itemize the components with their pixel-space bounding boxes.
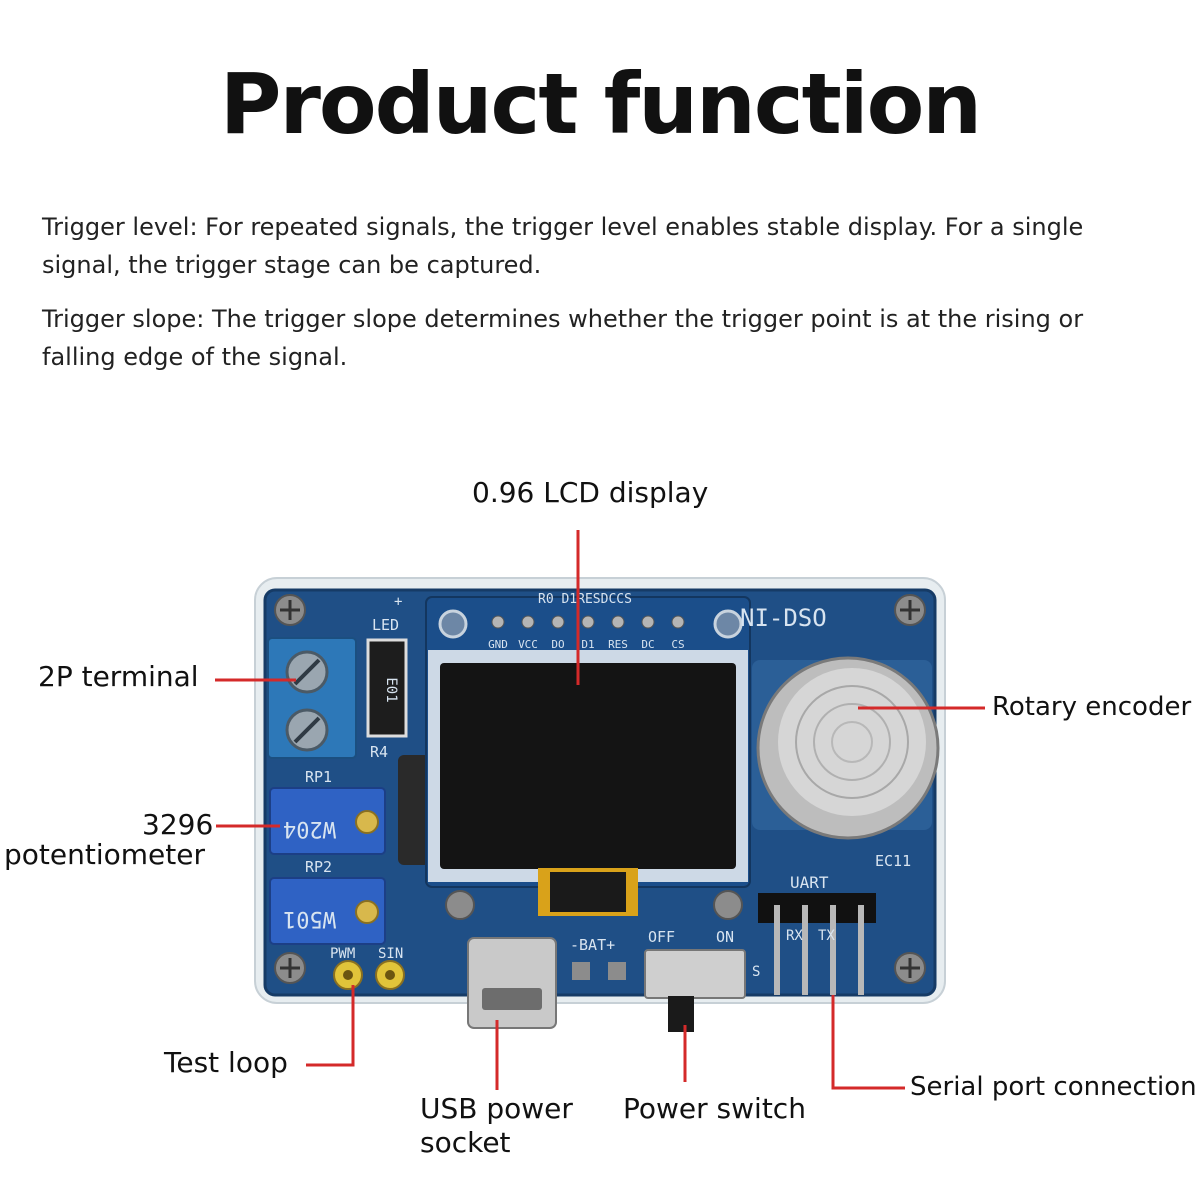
svg-text:+: + — [394, 594, 402, 610]
svg-text:LED: LED — [372, 616, 399, 634]
inductor — [398, 755, 430, 865]
svg-text:NI-DSO: NI-DSO — [740, 604, 827, 632]
usb-socket — [467, 937, 557, 1029]
label-serial-port: Serial port connection — [910, 1072, 1197, 1102]
oled-screen — [440, 663, 736, 869]
svg-text:R0 D1RESDCCS: R0 D1RESDCCS — [538, 592, 632, 607]
trigger-slope-text: Trigger slope: The trigger slope determi… — [42, 305, 1084, 371]
potentiometer-rp1 — [269, 787, 386, 855]
pin-label: RES — [608, 638, 628, 651]
svg-text:-BAT+: -BAT+ — [570, 936, 615, 954]
screw-icon — [894, 594, 926, 626]
label-potentiometer-line1: 3296 — [142, 808, 214, 841]
label-lcd-display: 0.96 LCD display — [472, 476, 709, 509]
svg-text:RP1: RP1 — [305, 768, 332, 786]
potentiometer-rp2 — [269, 877, 386, 945]
callout-line-uart — [831, 995, 905, 1090]
page-title: Product function — [219, 55, 982, 153]
svg-text:EC11: EC11 — [875, 852, 911, 870]
resistor-code: E01 — [383, 677, 399, 702]
pin-label: D1 — [581, 638, 594, 651]
label-potentiometer-line2: potentiometer — [4, 838, 205, 871]
svg-text:R4: R4 — [370, 743, 388, 761]
pin-label: GND — [488, 638, 508, 651]
resistor — [366, 638, 408, 738]
power-switch — [644, 949, 746, 999]
label-rotary-encoder: Rotary encoder — [992, 692, 1192, 722]
pin-label: DO — [551, 638, 564, 651]
svg-text:RP2: RP2 — [305, 858, 332, 876]
svg-text:W501: W501 — [283, 906, 336, 931]
label-2p-terminal: 2P terminal — [38, 660, 199, 693]
label-test-loop: Test loop — [164, 1046, 288, 1079]
pin-label: VCC — [518, 638, 538, 651]
screw-icon — [274, 952, 306, 984]
label-power-switch: Power switch — [623, 1092, 806, 1125]
svg-text:S: S — [752, 964, 760, 980]
svg-text:TX: TX — [818, 928, 835, 944]
svg-text:PWM: PWM — [330, 946, 355, 962]
label-usb-line1: USB power — [420, 1092, 573, 1125]
svg-text:OFF: OFF — [648, 928, 675, 946]
svg-text:SIN: SIN — [378, 946, 403, 962]
svg-text:W204: W204 — [283, 816, 336, 841]
label-usb-line2: socket — [420, 1126, 511, 1159]
screw-icon — [274, 594, 306, 626]
svg-text:ON: ON — [716, 928, 734, 946]
pin-label: CS — [671, 638, 684, 651]
pin-label: DC — [641, 638, 654, 651]
screw-icon — [894, 952, 926, 984]
callout-line-test-loop — [306, 985, 355, 1067]
trigger-level-text: Trigger level: For repeated signals, the… — [42, 213, 1084, 279]
svg-text:RX: RX — [786, 928, 803, 944]
svg-text:UART: UART — [790, 873, 829, 892]
